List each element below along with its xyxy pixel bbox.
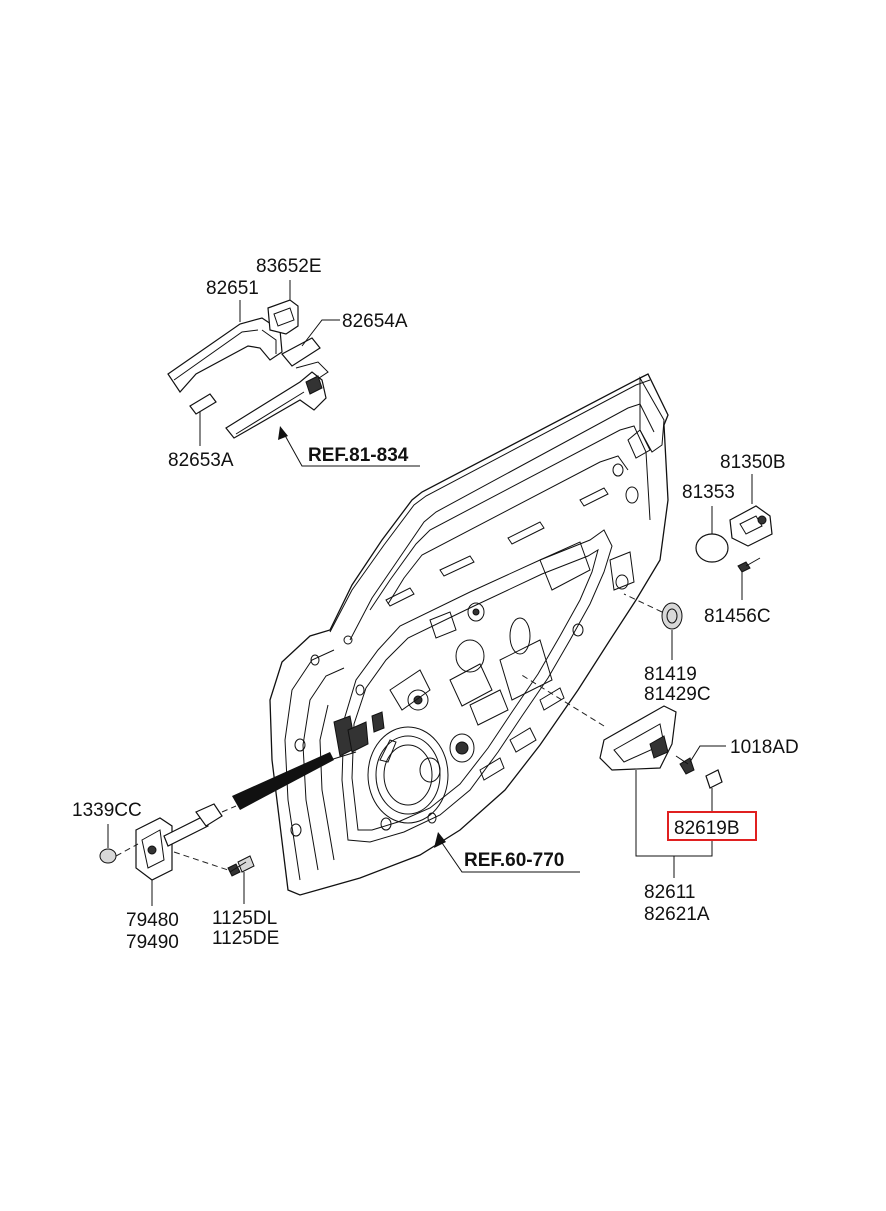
label-ref-60-770[interactable]: REF.60-770 [464, 850, 564, 871]
label-1125DE[interactable]: 1125DE [212, 928, 279, 949]
striker-81350B [729, 505, 773, 547]
screw-1018AD [675, 755, 695, 775]
label-82654A[interactable]: 82654A [342, 311, 408, 332]
label-79490[interactable]: 79490 [126, 932, 179, 953]
label-82651[interactable]: 82651 [206, 278, 259, 299]
cover-81353 [695, 533, 729, 563]
screw-81456C [737, 557, 761, 573]
inside-handle-82611 [599, 705, 677, 771]
label-82653A[interactable]: 82653A [168, 450, 234, 471]
label-1018AD[interactable]: 1018AD [730, 737, 799, 758]
label-1339CC[interactable]: 1339CC [72, 800, 142, 821]
bolt-1125DL [227, 855, 255, 877]
door-checker-79480 [135, 803, 223, 881]
latch-cable-wedge [232, 752, 334, 810]
label-81419[interactable]: 81419 [644, 664, 697, 685]
highlight-box [667, 811, 757, 841]
leader-lines [107, 280, 753, 906]
label-1125DL[interactable]: 1125DL [212, 908, 277, 929]
nut-1339CC [99, 848, 117, 864]
label-82621A[interactable]: 82621A [644, 904, 710, 925]
cap-82619B [705, 769, 723, 789]
labels: 83652E 82651 82654A 82653A REF.81-834 81… [72, 256, 799, 953]
label-82611[interactable]: 82611 [644, 882, 695, 903]
grommet-81419 [661, 602, 683, 630]
label-83652E[interactable]: 83652E [256, 256, 322, 277]
label-82619B[interactable]: 82619B [674, 818, 740, 839]
label-81353[interactable]: 81353 [682, 482, 735, 503]
label-81350B[interactable]: 81350B [720, 452, 786, 473]
label-81429C[interactable]: 81429C [644, 684, 711, 705]
label-79480[interactable]: 79480 [126, 910, 179, 931]
label-ref-81-834[interactable]: REF.81-834 [308, 445, 409, 466]
label-81456C[interactable]: 81456C [704, 606, 771, 627]
door-panel [269, 373, 669, 896]
outside-handle-group [167, 299, 329, 439]
